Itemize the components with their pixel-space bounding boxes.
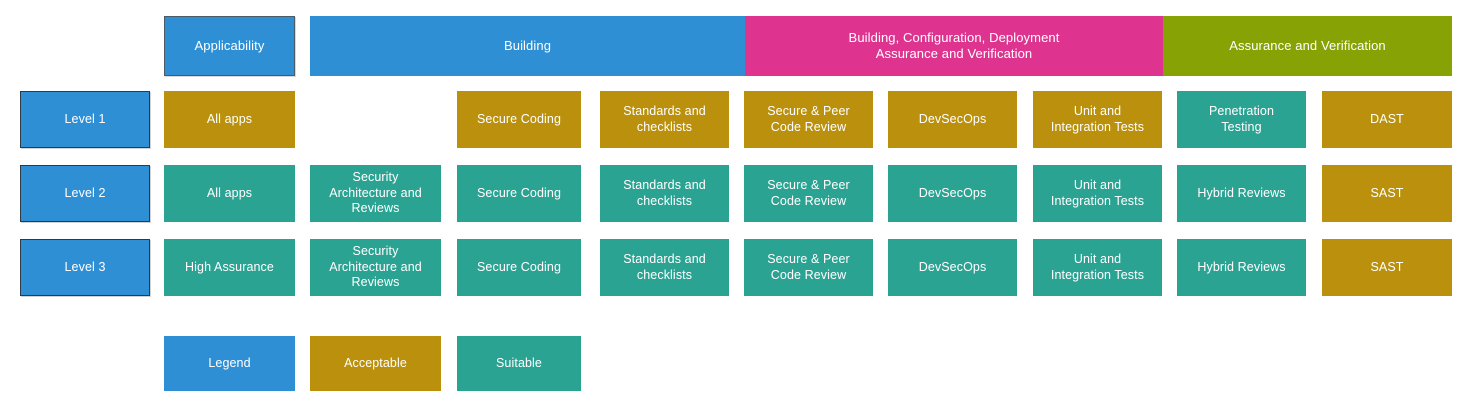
table-cell-level3-applicability: High Assurance xyxy=(164,239,295,296)
table-cell-level2-applicability: All apps xyxy=(164,165,295,222)
table-cell-level1-applicability: All apps xyxy=(164,91,295,148)
header-band-building: Building xyxy=(310,16,745,76)
table-cell-level3-unit-and-integration-tests: Unit and Integration Tests xyxy=(1033,239,1162,296)
table-cell-level2-devsecops: DevSecOps xyxy=(888,165,1017,222)
table-cell-level3-devsecops: DevSecOps xyxy=(888,239,1017,296)
table-cell-level1-secure-peer-code-review: Secure & Peer Code Review xyxy=(744,91,873,148)
table-cell-level1-unit-and-integration-tests: Unit and Integration Tests xyxy=(1033,91,1162,148)
table-cell-level2-hybrid-reviews: Hybrid Reviews xyxy=(1177,165,1306,222)
table-cell-level2-sast: SAST xyxy=(1322,165,1452,222)
table-cell-level2-secure-coding: Secure Coding xyxy=(457,165,581,222)
table-cell-level1-devsecops: DevSecOps xyxy=(888,91,1017,148)
header-band-building-configuration-deployment: Building, Configuration, Deployment Assu… xyxy=(745,16,1163,76)
header-band-assurance-and-verification: Assurance and Verification xyxy=(1163,16,1452,76)
table-cell-level2-security-architecture: Security Architecture and Reviews xyxy=(310,165,441,222)
table-cell-level1-dast: DAST xyxy=(1322,91,1452,148)
header-applicability: Applicability xyxy=(164,16,295,76)
table-cell-level3-secure-peer-code-review: Secure & Peer Code Review xyxy=(744,239,873,296)
table-cell-level3-secure-coding: Secure Coding xyxy=(457,239,581,296)
legend-acceptable: Acceptable xyxy=(310,336,441,391)
table-cell-level3-sast: SAST xyxy=(1322,239,1452,296)
table-cell-level1-standards-and-checklists: Standards and checklists xyxy=(600,91,729,148)
table-cell-level2-unit-and-integration-tests: Unit and Integration Tests xyxy=(1033,165,1162,222)
row-label-level-1: Level 1 xyxy=(20,91,150,148)
legend-title: Legend xyxy=(164,336,295,391)
row-label-level-2: Level 2 xyxy=(20,165,150,222)
table-cell-level2-standards-and-checklists: Standards and checklists xyxy=(600,165,729,222)
row-label-level-3: Level 3 xyxy=(20,239,150,296)
table-cell-level3-hybrid-reviews: Hybrid Reviews xyxy=(1177,239,1306,296)
table-cell-level3-security-architecture: Security Architecture and Reviews xyxy=(310,239,441,296)
legend-suitable: Suitable xyxy=(457,336,581,391)
table-cell-level1-penetration-testing: Penetration Testing xyxy=(1177,91,1306,148)
table-cell-level3-standards-and-checklists: Standards and checklists xyxy=(600,239,729,296)
table-cell-level1-secure-coding: Secure Coding xyxy=(457,91,581,148)
table-cell-level2-secure-peer-code-review: Secure & Peer Code Review xyxy=(744,165,873,222)
